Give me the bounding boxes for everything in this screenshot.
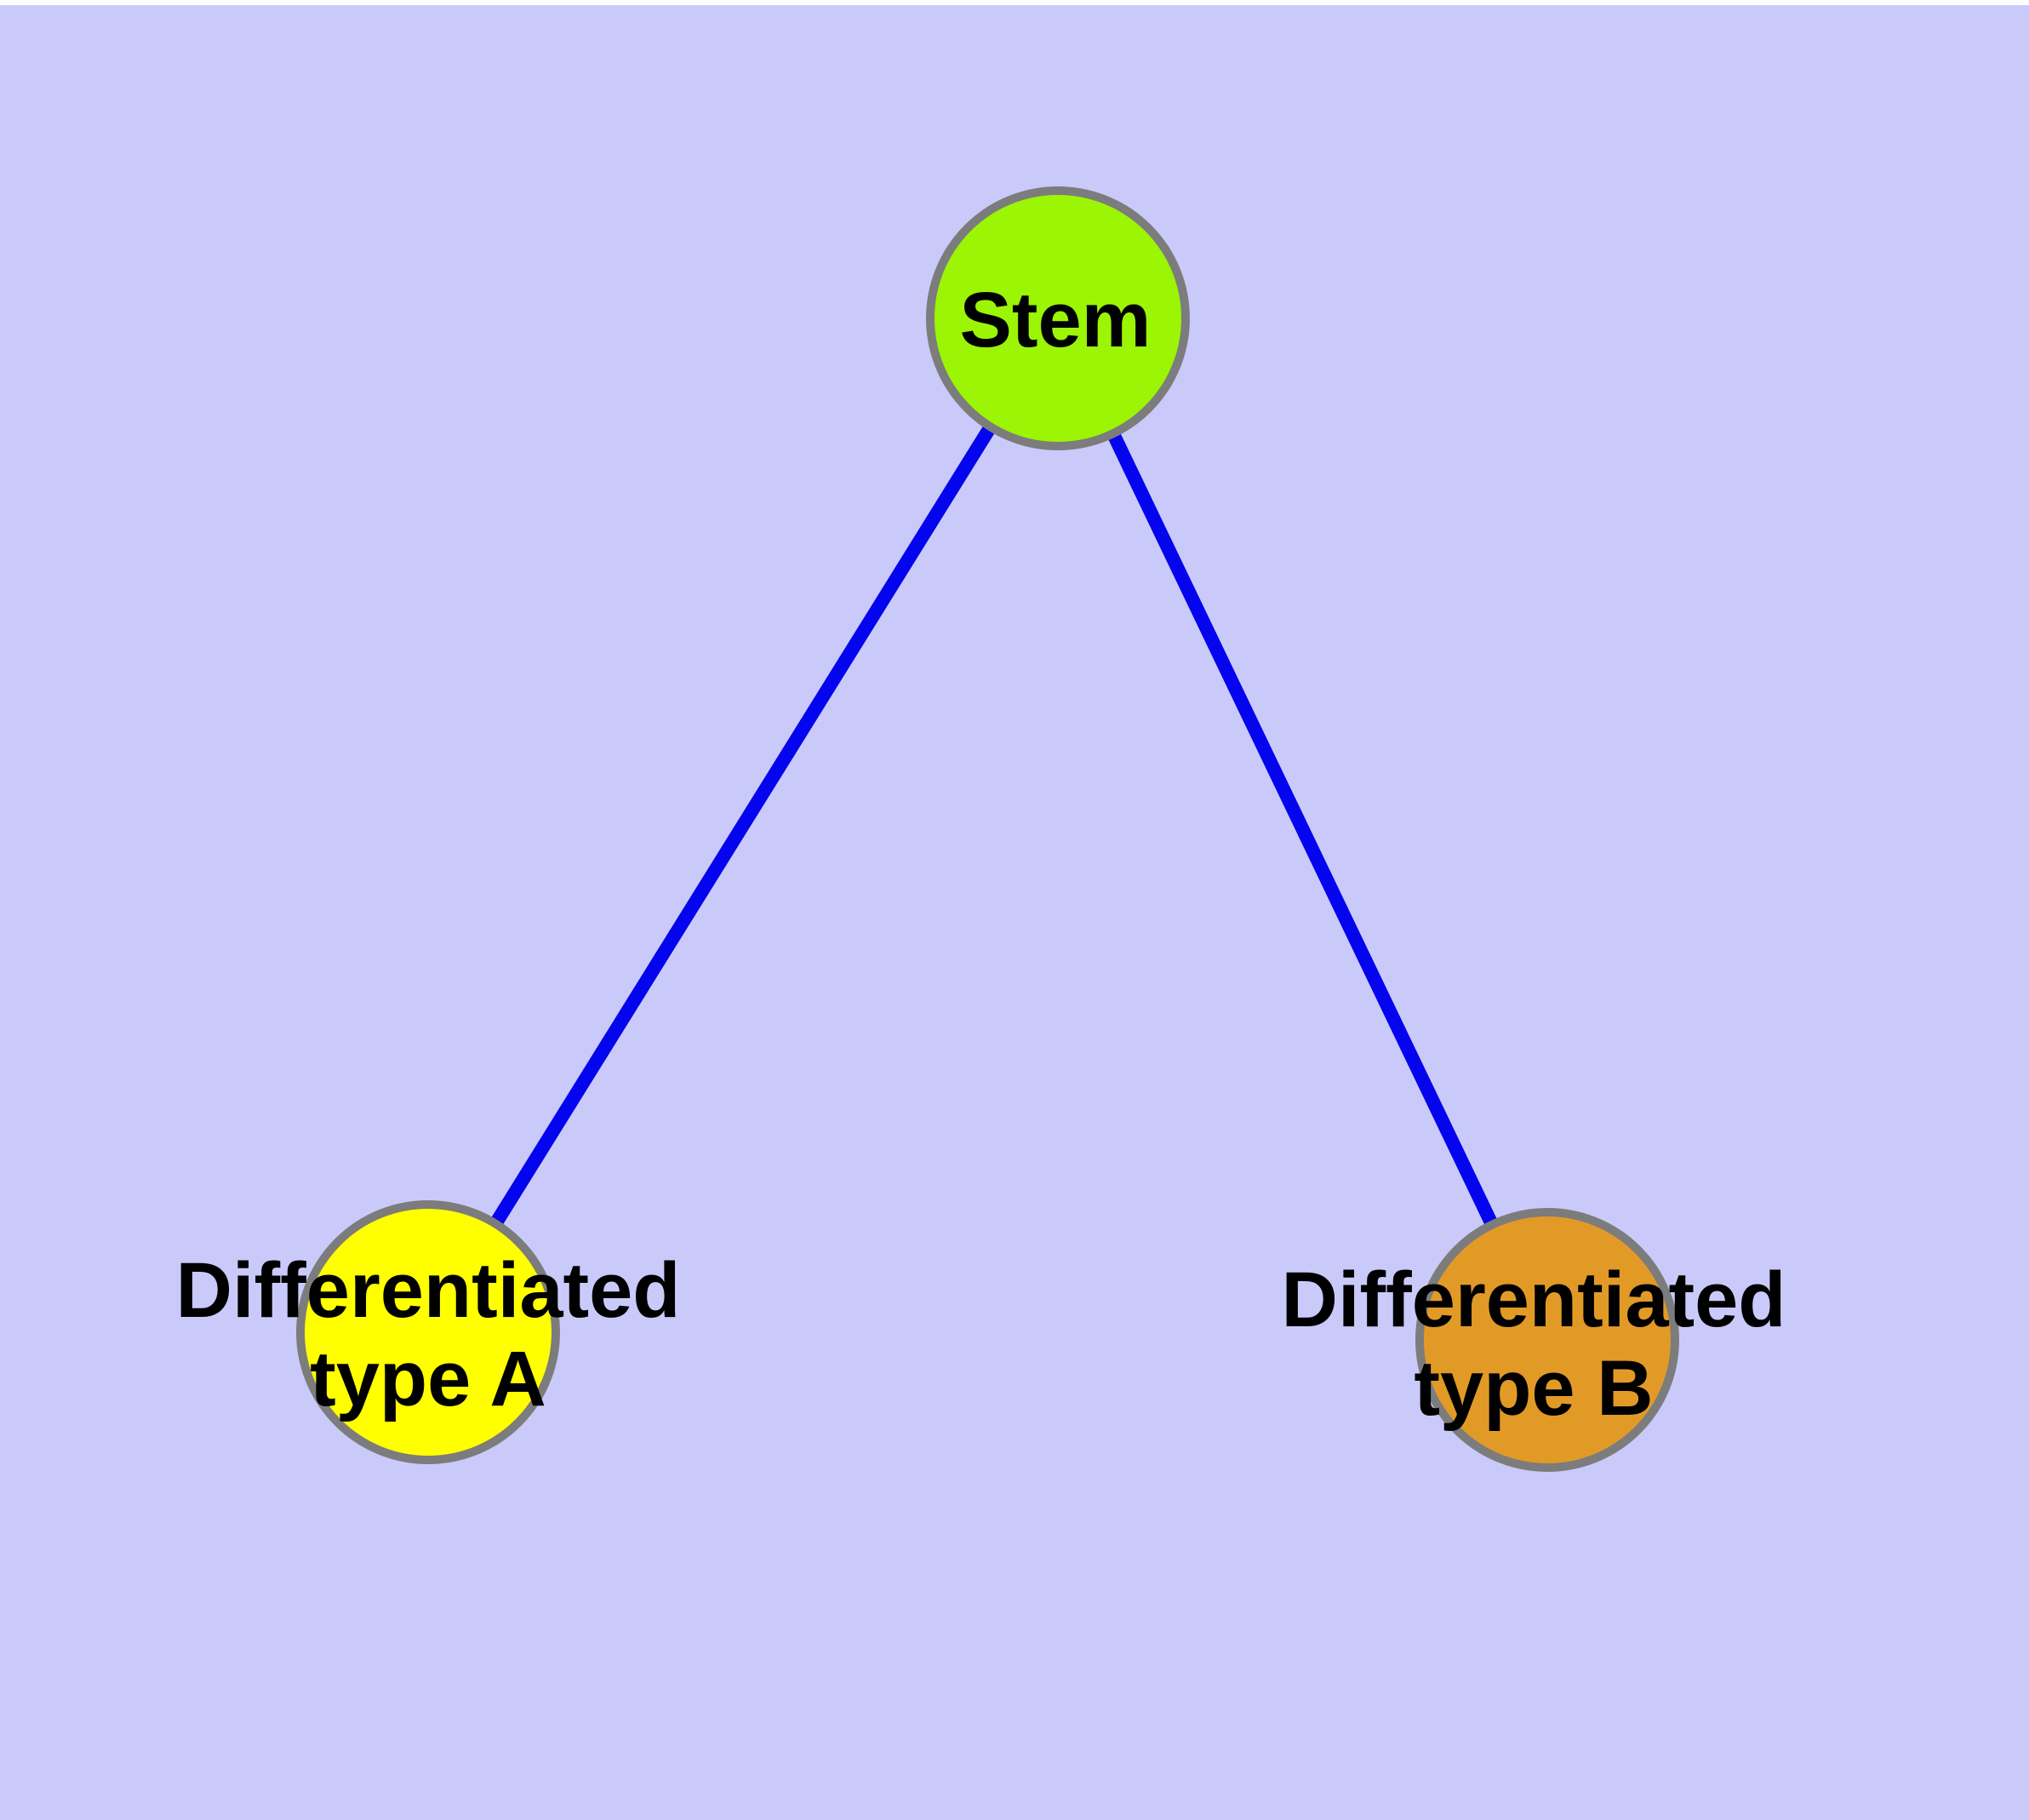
node-layer xyxy=(296,186,1679,1472)
edge-stem-to-type-a xyxy=(422,314,1064,1336)
node-type-a-label-line2: type A xyxy=(310,1336,546,1422)
node-type-a-label-line1: Differentiated xyxy=(176,1247,681,1334)
node-stem-label: Stem xyxy=(960,277,1152,363)
node-type-b-label-line2: type B xyxy=(1414,1345,1653,1432)
label-layer: Stem Differentiated type A Differentiate… xyxy=(176,277,1786,1432)
node-stem xyxy=(926,186,1190,450)
edge-layer xyxy=(422,314,1554,1343)
node-type-a xyxy=(296,1200,560,1464)
node-type-b-label-line1: Differentiated xyxy=(1282,1256,1786,1343)
node-type-b xyxy=(1415,1208,1679,1472)
edge-stem-to-type-b xyxy=(1051,315,1554,1343)
